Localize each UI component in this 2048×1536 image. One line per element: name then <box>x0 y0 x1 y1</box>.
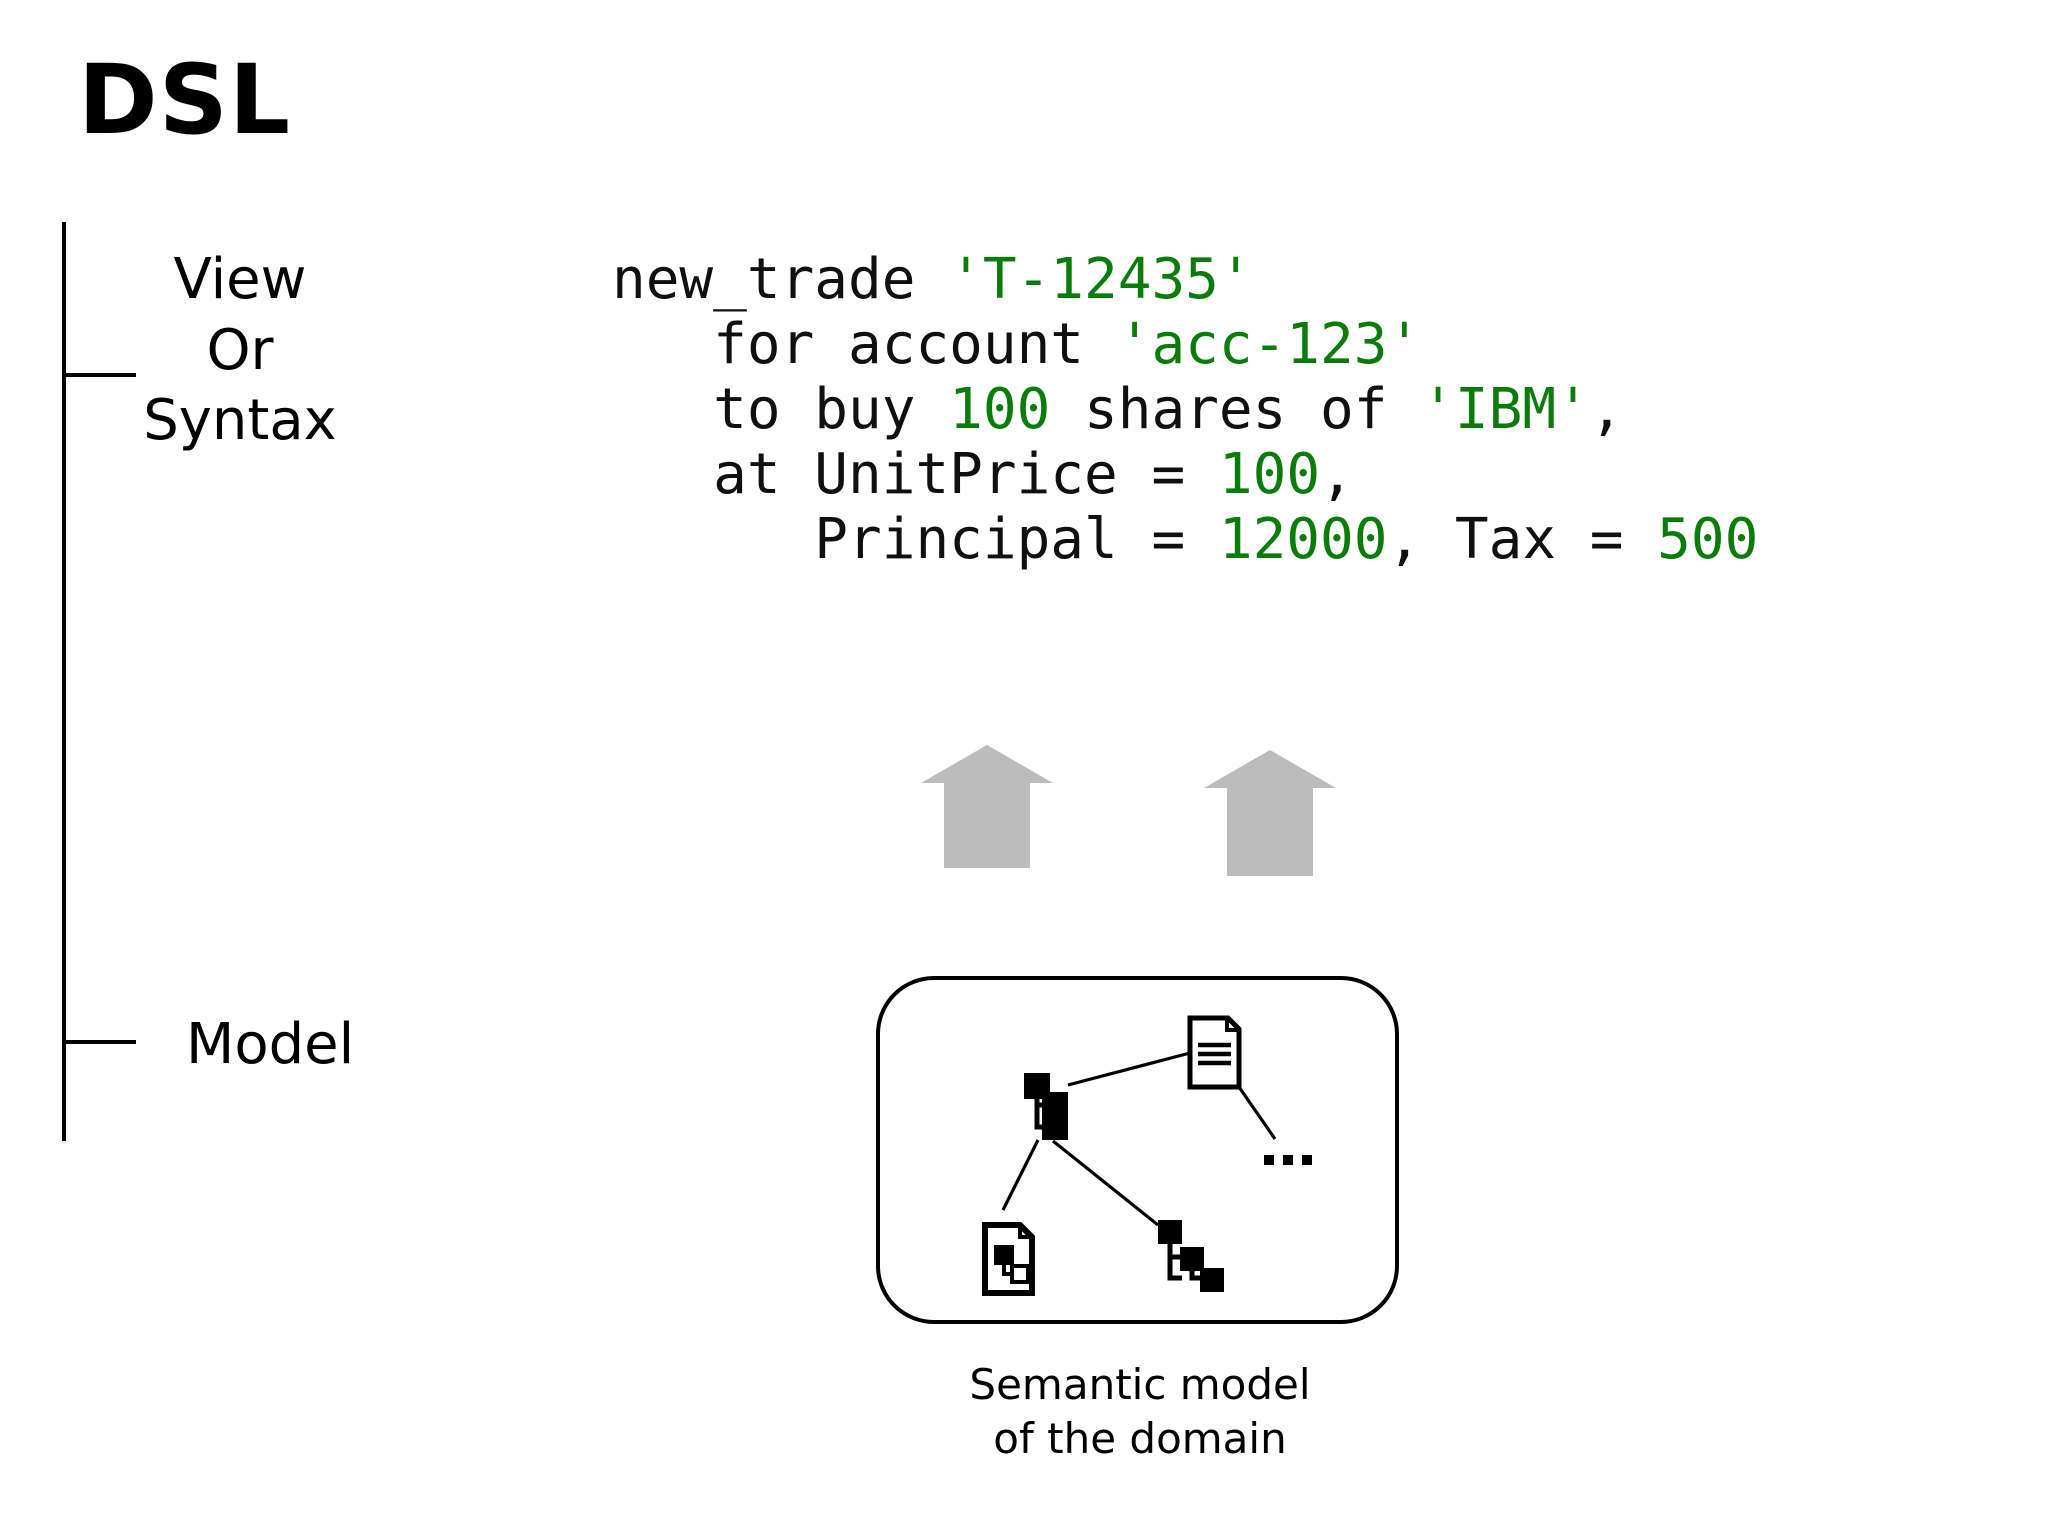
code-indent <box>612 507 814 572</box>
code-token-plain: Principal = <box>814 506 1219 572</box>
model-edges <box>1001 1051 1277 1227</box>
code-token-number: 500 <box>1657 506 1759 572</box>
semantic-model-graphic <box>876 976 1399 1324</box>
stage-label-view-line2: Or <box>206 317 274 383</box>
arrow-up-right-icon <box>1204 750 1336 876</box>
code-line-1: new_trade 'T-12435' <box>612 247 1758 313</box>
arrow-up-left-icon <box>921 745 1053 868</box>
code-token-string: 'acc-123' <box>1117 311 1422 377</box>
ellipsis-icon <box>1264 1155 1312 1165</box>
code-token-plain: to buy <box>713 376 950 442</box>
code-indent <box>612 442 713 507</box>
code-token-plain: , Tax = <box>1387 506 1658 572</box>
semantic-model-caption: Semantic model of the domain <box>855 1358 1425 1466</box>
stage-label-view-line3: Syntax <box>143 388 337 454</box>
document-icon <box>1187 1015 1242 1090</box>
document-with-nodes-icon <box>982 1222 1035 1296</box>
stage-label-view-line1: View <box>173 247 307 312</box>
upward-arrows-group <box>921 745 1336 876</box>
dsl-code-block: new_trade 'T-12435' for account 'acc-123… <box>612 247 1759 573</box>
code-line-3: to buy 100 shares of 'IBM', <box>612 376 1758 443</box>
node-cluster-icon <box>1024 1073 1068 1140</box>
caption-line-1: Semantic model <box>969 1360 1311 1409</box>
code-token-string: 'T-12435' <box>949 247 1253 312</box>
code-token-string: 'IBM' <box>1421 376 1590 442</box>
code-token-number: 100 <box>949 376 1051 442</box>
code-token-plain: at UnitPrice = <box>713 441 1219 507</box>
code-line-2: for account 'acc-123' <box>612 311 1758 378</box>
code-token-plain: , <box>1320 441 1354 507</box>
caption-line-2: of the domain <box>993 1413 1287 1463</box>
code-token-plain: for account <box>713 311 1118 377</box>
code-indent <box>612 377 713 442</box>
code-line-4: at UnitPrice = 100, <box>612 441 1758 508</box>
page-title: DSL <box>78 44 291 156</box>
code-token-plain: new_trade <box>612 247 950 312</box>
code-token-number: 12000 <box>1218 506 1388 572</box>
code-indent <box>612 312 713 377</box>
node-cluster-small-icon <box>1158 1220 1224 1292</box>
stage-label-model: Model <box>186 1012 355 1077</box>
stage-label-view: View Or Syntax <box>100 245 380 457</box>
code-token-number: 100 <box>1218 441 1321 507</box>
code-token-plain: , <box>1589 376 1624 442</box>
model-box-outline <box>876 976 1399 1324</box>
code-token-plain: shares of <box>1050 376 1422 442</box>
code-line-5: Principal = 12000, Tax = 500 <box>612 506 1759 573</box>
semantic-model-box <box>875 975 1400 1325</box>
